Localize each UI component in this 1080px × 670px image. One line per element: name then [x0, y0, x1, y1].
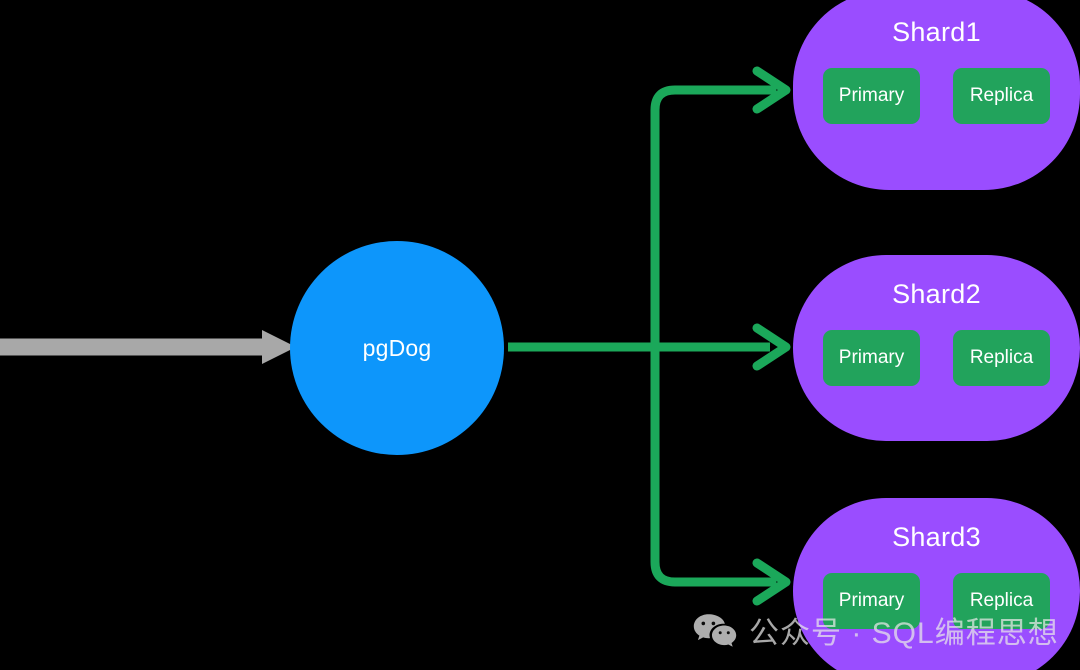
shard2-member-primary[interactable]: Primary — [823, 330, 920, 386]
shard2-member-primary-label: Primary — [838, 347, 905, 368]
shard-title-2: Shard2 — [892, 279, 981, 309]
edge-to-shard3 — [650, 342, 791, 606]
proxy-node-label: pgDog — [362, 334, 432, 361]
shard1-member-primary[interactable]: Primary — [823, 68, 920, 124]
shard-members-2: Primary Replica — [823, 330, 1050, 386]
shard-container-3[interactable]: Shard3 Primary Replica — [793, 498, 1080, 670]
shard-members-1: Primary Replica — [823, 68, 1050, 124]
proxy-node-pgdog[interactable]: pgDog — [290, 241, 504, 455]
shard-container-1[interactable]: Shard1 Primary Replica — [793, 0, 1080, 190]
shard3-member-primary[interactable]: Primary — [823, 573, 920, 629]
edge-to-shard1 — [650, 66, 791, 352]
shard1-member-replica-label: Replica — [969, 85, 1034, 106]
shard-container-2[interactable]: Shard2 Primary Replica — [793, 255, 1080, 441]
shard3-member-replica-label: Replica — [969, 590, 1034, 611]
edge-to-shard2 — [752, 323, 791, 371]
shard2-member-replica-label: Replica — [969, 347, 1034, 368]
client-to-proxy-edge — [0, 330, 296, 364]
shard2-member-replica[interactable]: Replica — [953, 330, 1050, 386]
shard-title-3: Shard3 — [892, 522, 981, 552]
shard1-member-replica[interactable]: Replica — [953, 68, 1050, 124]
shard-members-3: Primary Replica — [823, 573, 1050, 629]
shard3-member-replica[interactable]: Replica — [953, 573, 1050, 629]
shard3-member-primary-label: Primary — [838, 590, 905, 611]
shard-title-1: Shard1 — [892, 17, 981, 47]
shard1-member-primary-label: Primary — [838, 85, 905, 106]
